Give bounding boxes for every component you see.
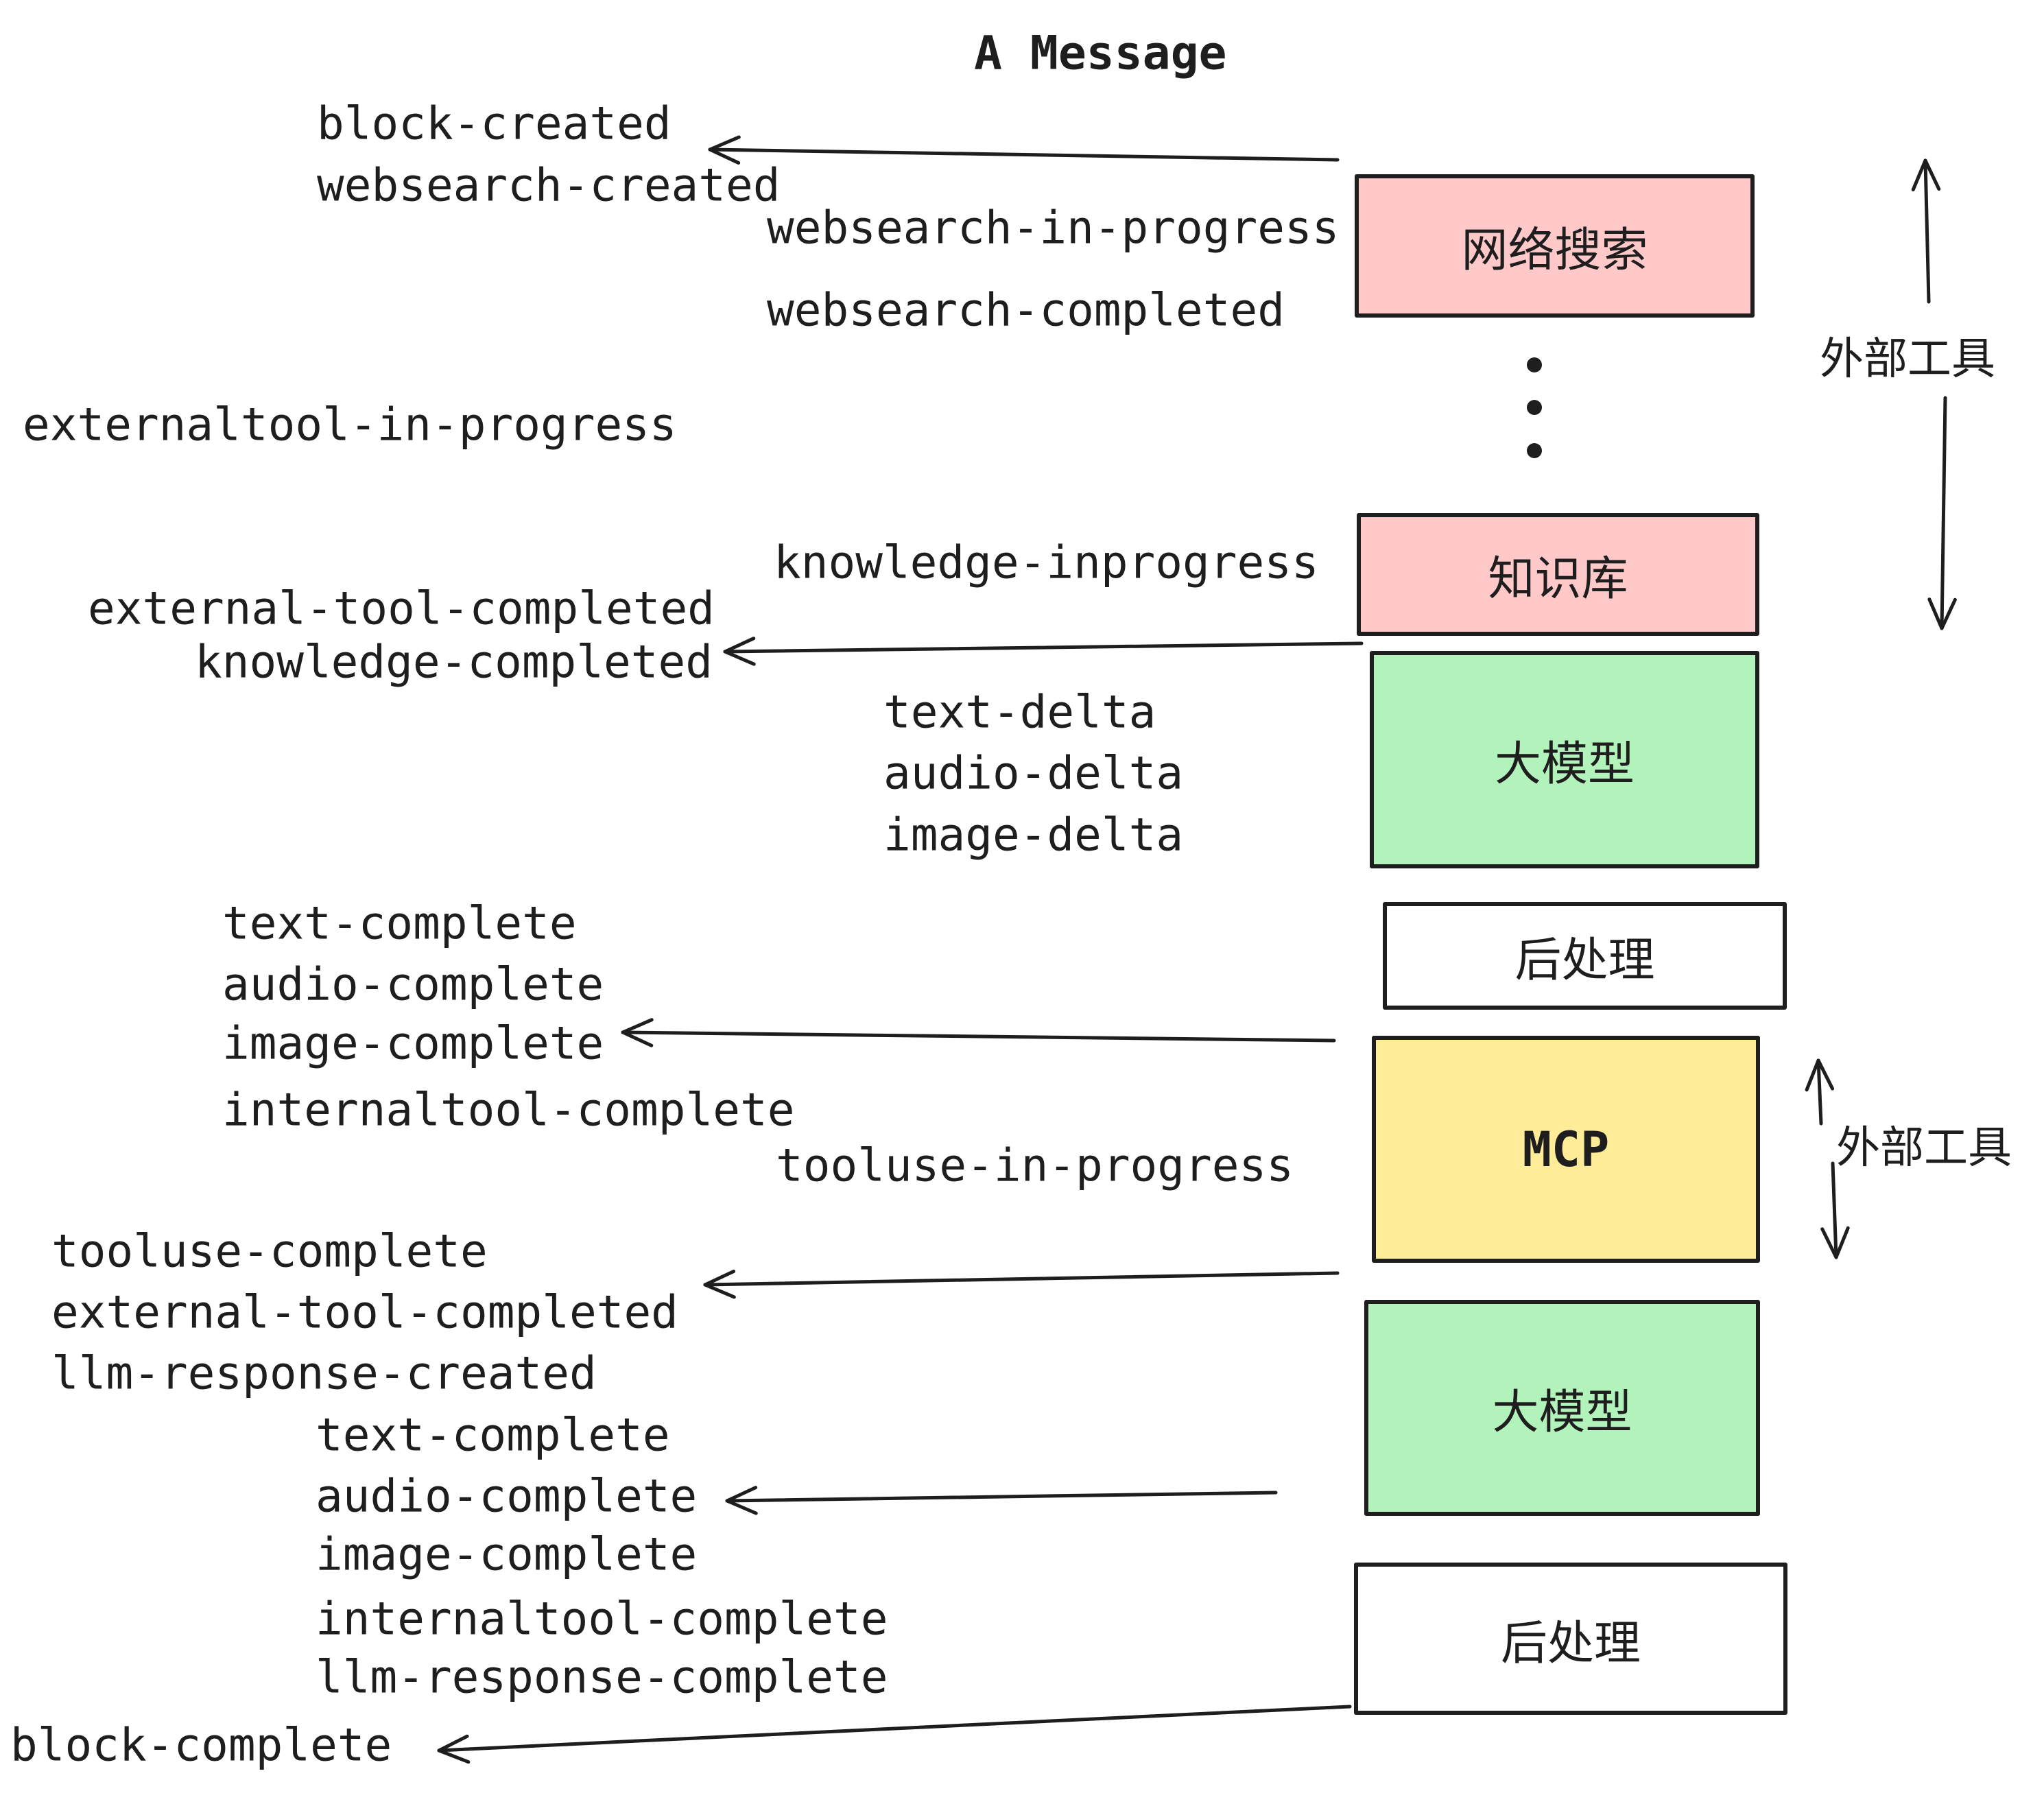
event-label-image-complete-2: image-complete	[316, 1528, 698, 1581]
diagram-title: A Message	[974, 26, 1227, 81]
event-label-text-complete-2: text-complete	[316, 1408, 670, 1462]
box-postprocess-1: 后处理	[1383, 902, 1787, 1010]
event-label-llm-response-complete: llm-response-complete	[316, 1650, 888, 1704]
event-label-audio-complete-2: audio-complete	[316, 1469, 698, 1523]
arrow-postprocess2-to-block-complete	[437, 1705, 1352, 1764]
box-postprocess-2: 后处理	[1354, 1563, 1787, 1715]
event-label-websearch-completed: websearch-completed	[767, 283, 1285, 337]
event-label-audio-complete-1: audio-complete	[222, 958, 604, 1011]
event-label-text-delta-1: text-delta	[883, 685, 1156, 739]
arrow-mcp-to-tooluse-complete	[703, 1269, 1340, 1299]
event-label-image-complete-1: image-complete	[222, 1017, 604, 1070]
arrow-external-tools-1-down	[1927, 396, 1957, 630]
arrow-mcp-to-image-complete	[621, 1018, 1336, 1047]
event-label-llm-response-created: llm-response-created	[51, 1346, 597, 1400]
event-label-audio-delta-1: audio-delta	[883, 746, 1184, 800]
event-label-image-delta-1: image-delta	[883, 808, 1184, 862]
side-label-external-tools-1: 外部工具	[1820, 334, 1995, 385]
event-label-externaltool-in-progress: externaltool-in-progress	[23, 398, 677, 451]
arrow-llm1-to-knowledge-completed	[723, 637, 1364, 666]
arrow-external-tools-2-down	[1820, 1161, 1850, 1259]
event-label-websearch-in-progress: websearch-in-progress	[767, 201, 1340, 254]
arrow-llm2-to-audio-complete	[725, 1486, 1278, 1515]
event-label-block-complete: block-complete	[10, 1718, 392, 1772]
event-label-internaltool-complete-2: internaltool-complete	[316, 1592, 888, 1646]
arrow-external-tools-1-up	[1911, 158, 1941, 304]
event-label-websearch-created: websearch-created	[317, 158, 781, 212]
event-label-text-complete-1: text-complete	[222, 897, 577, 950]
event-label-external-tool-completed-2: external-tool-completed	[51, 1285, 678, 1339]
box-llm-2: 大模型	[1364, 1300, 1760, 1516]
event-label-block-created: block-created	[317, 97, 672, 150]
box-knowledge-base: 知识库	[1357, 513, 1759, 636]
event-label-external-tool-completed-1: external-tool-completed	[88, 582, 715, 635]
vertical-ellipsis-dots	[1527, 357, 1542, 458]
event-label-tooluse-in-progress: tooluse-in-progress	[776, 1139, 1294, 1192]
box-llm-1: 大模型	[1370, 651, 1759, 868]
event-label-knowledge-completed: knowledge-completed	[195, 635, 713, 689]
event-label-tooluse-complete: tooluse-complete	[51, 1224, 488, 1278]
event-label-internaltool-complete-1: internaltool-complete	[222, 1083, 795, 1137]
box-websearch: 网络搜索	[1355, 174, 1755, 318]
arrow-websearch-to-block-created	[708, 135, 1340, 165]
box-mcp: MCP	[1372, 1036, 1760, 1263]
side-label-external-tools-2: 外部工具	[1836, 1123, 2012, 1174]
arrow-external-tools-2-up	[1805, 1058, 1835, 1126]
event-label-knowledge-inprogress: knowledge-inprogress	[774, 536, 1319, 589]
